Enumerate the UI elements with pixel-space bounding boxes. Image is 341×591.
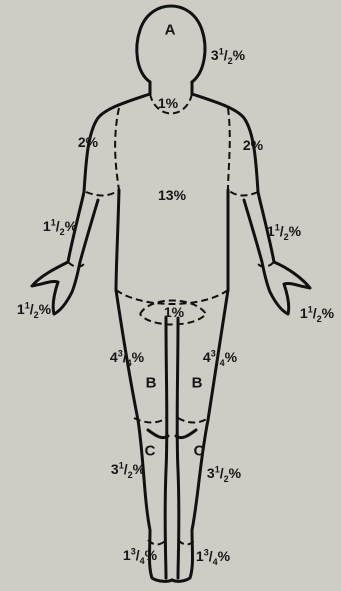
right-shoulder-dash <box>228 108 230 190</box>
left-upper-arm-whole: 2 <box>243 137 251 153</box>
right-thigh-letter: B <box>146 376 157 391</box>
left-arm-outline <box>32 94 150 314</box>
right-thigh-dash <box>178 418 208 423</box>
left-thigh-letter: B <box>192 376 203 391</box>
right-hand-num: 1 <box>25 300 30 310</box>
genitals-percent: 1% <box>164 305 184 319</box>
groin-dash <box>116 290 228 304</box>
left-forearm-whole: 1 <box>267 223 275 239</box>
right-elbow-dash <box>228 190 258 196</box>
right-thigh-whole: 4 <box>110 349 118 365</box>
torso-left-line <box>116 190 119 290</box>
left-lower-leg-whole: 3 <box>207 465 215 481</box>
left-forearm-num: 1 <box>275 222 280 232</box>
neck-whole: 1 <box>158 95 166 111</box>
right-upper-arm-percent: 2% <box>78 135 98 149</box>
left-lower-leg-letter: C <box>194 444 205 459</box>
left-lower-leg-percent: 31/2% <box>207 466 241 480</box>
head-whole: 3 <box>211 47 219 63</box>
left-hand-percent: 11/2% <box>300 306 334 320</box>
right-upper-arm-whole: 2 <box>78 134 86 150</box>
right-thigh-pct: % <box>132 349 144 365</box>
head-num: 1 <box>219 46 224 56</box>
left-wrist-dash <box>68 262 84 267</box>
right-foot-whole: 1 <box>123 547 131 563</box>
left-foot-whole: 1 <box>196 548 204 564</box>
right-lower-leg-num: 1 <box>119 460 124 470</box>
left-thigh-whole: 4 <box>203 349 211 365</box>
right-forearm-num: 1 <box>51 217 56 227</box>
left-forearm-pct: % <box>289 223 301 239</box>
right-wrist-dash <box>258 262 274 267</box>
right-leg-inner <box>177 318 179 578</box>
right-arm-outline <box>192 94 310 314</box>
head-outline <box>137 6 205 82</box>
trunk-percent: 13% <box>158 188 186 202</box>
left-thigh-num: 3 <box>211 348 216 358</box>
right-foot-percent: 13/4% <box>123 548 157 562</box>
right-upper-arm-pct: % <box>86 134 98 150</box>
right-lower-leg-letter: C <box>145 444 156 459</box>
neck-percent: 1% <box>158 96 178 110</box>
right-lower-leg-whole: 3 <box>111 461 119 477</box>
right-lower-leg-percent: 31/2% <box>111 462 145 476</box>
right-foot-pct: % <box>145 547 157 563</box>
right-knee <box>176 430 196 438</box>
left-hand-whole: 1 <box>300 305 308 321</box>
left-knee <box>148 430 168 438</box>
head-letter: A <box>165 23 176 38</box>
right-foot-num: 3 <box>131 546 136 556</box>
right-lower-leg-pct: % <box>133 461 145 477</box>
left-shoulder-dash <box>115 108 119 190</box>
right-hand-whole: 1 <box>17 301 25 317</box>
left-thigh-pct: % <box>225 349 237 365</box>
left-upper-arm-pct: % <box>251 137 263 153</box>
left-lower-leg-num: 1 <box>215 464 220 474</box>
left-foot-num: 3 <box>204 547 209 557</box>
right-hand-percent: 11/2% <box>17 302 51 316</box>
left-lower-leg-pct: % <box>229 465 241 481</box>
left-forearm-percent: 11/2% <box>267 224 301 238</box>
left-foot-percent: 13/4% <box>196 549 230 563</box>
trunk-whole: 13 <box>158 187 174 203</box>
trunk-pct: % <box>174 187 186 203</box>
left-hand-pct: % <box>322 305 334 321</box>
left-hand-num: 1 <box>308 304 313 314</box>
right-thigh-num: 3 <box>118 348 123 358</box>
left-leg-outer <box>116 290 172 581</box>
left-leg-inner <box>165 318 167 578</box>
right-forearm-percent: 11/2% <box>43 219 77 233</box>
head-percent: 31/2% <box>211 48 245 62</box>
right-hand-pct: % <box>39 301 51 317</box>
left-foot-pct: % <box>218 548 230 564</box>
right-forearm-whole: 1 <box>43 218 51 234</box>
genitals-pct: % <box>172 304 184 320</box>
left-thigh-percent: 43/4% <box>203 350 237 364</box>
right-thigh-percent: 43/4% <box>110 350 144 364</box>
head-pct: % <box>233 47 245 63</box>
left-upper-arm-percent: 2% <box>243 138 263 152</box>
right-leg-outer <box>172 290 228 581</box>
neck-pct: % <box>166 95 178 111</box>
left-elbow-dash <box>86 190 119 196</box>
genitals-whole: 1 <box>164 304 172 320</box>
right-forearm-pct: % <box>65 218 77 234</box>
